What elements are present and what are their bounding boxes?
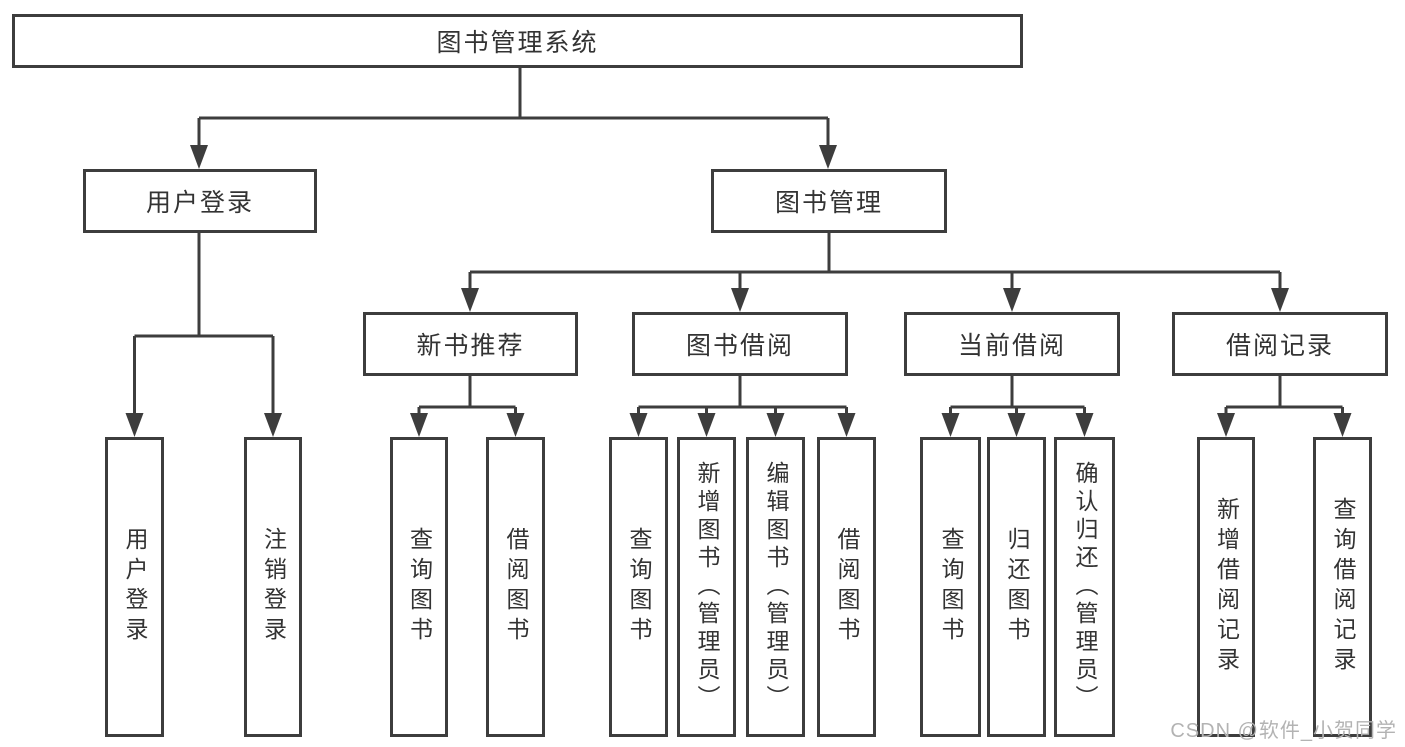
leaf-user-login: 用户登录 xyxy=(105,437,164,737)
node-label: 新书推荐 xyxy=(416,332,525,360)
leaf-query-borrow-record: 查询借阅记录 xyxy=(1313,437,1372,737)
leaf-add-borrow-record: 新增借阅记录 xyxy=(1197,437,1255,737)
leaf-borrow-books-borrowing: 借阅图书 xyxy=(817,437,876,737)
node-book-borrowing: 图书借阅 xyxy=(632,312,848,376)
node-label: 新增图书（管理员） xyxy=(694,461,720,713)
node-label: 用户登录 xyxy=(145,189,254,217)
leaf-add-books-admin: 新增图书（管理员） xyxy=(677,437,736,737)
node-label: 查询借阅记录 xyxy=(1330,497,1356,677)
leaf-edit-books-admin: 编辑图书（管理员） xyxy=(746,437,805,737)
node-label: 查询图书 xyxy=(626,527,652,647)
leaf-query-books-current: 查询图书 xyxy=(920,437,981,737)
node-label: 借阅图书 xyxy=(503,527,529,647)
node-label: 编辑图书（管理员） xyxy=(763,461,789,713)
leaf-logout: 注销登录 xyxy=(244,437,302,737)
node-label: 借阅图书 xyxy=(834,527,860,647)
node-user-login: 用户登录 xyxy=(83,169,317,233)
node-label: 图书借阅 xyxy=(685,332,794,360)
node-book-management: 图书管理 xyxy=(711,169,947,233)
leaf-query-books-borrowing: 查询图书 xyxy=(609,437,668,737)
node-label: 图书管理系统 xyxy=(436,29,599,57)
node-label: 查询图书 xyxy=(406,527,433,647)
node-label: 注销登录 xyxy=(260,527,287,647)
leaf-query-books-recommend: 查询图书 xyxy=(390,437,448,737)
node-label: 查询图书 xyxy=(938,527,964,647)
node-library-management-system: 图书管理系统 xyxy=(12,14,1023,68)
node-label: 当前借阅 xyxy=(957,332,1066,360)
node-label: 新增借阅记录 xyxy=(1213,497,1240,677)
node-label: 归还图书 xyxy=(1004,527,1030,647)
node-borrowing-records: 借阅记录 xyxy=(1172,312,1388,376)
node-new-book-recommend: 新书推荐 xyxy=(363,312,578,376)
csdn-watermark: CSDN @软件_小贺同学 xyxy=(1170,720,1397,742)
leaf-confirm-return-admin: 确认归还（管理员） xyxy=(1054,437,1115,737)
node-label: 用户登录 xyxy=(122,527,148,647)
leaf-return-books: 归还图书 xyxy=(987,437,1046,737)
node-label: 确认归还（管理员） xyxy=(1072,461,1098,713)
node-label: 借阅记录 xyxy=(1225,332,1334,360)
node-label: 图书管理 xyxy=(774,189,883,217)
node-current-borrowing: 当前借阅 xyxy=(904,312,1120,376)
leaf-borrow-books-recommend: 借阅图书 xyxy=(486,437,545,737)
